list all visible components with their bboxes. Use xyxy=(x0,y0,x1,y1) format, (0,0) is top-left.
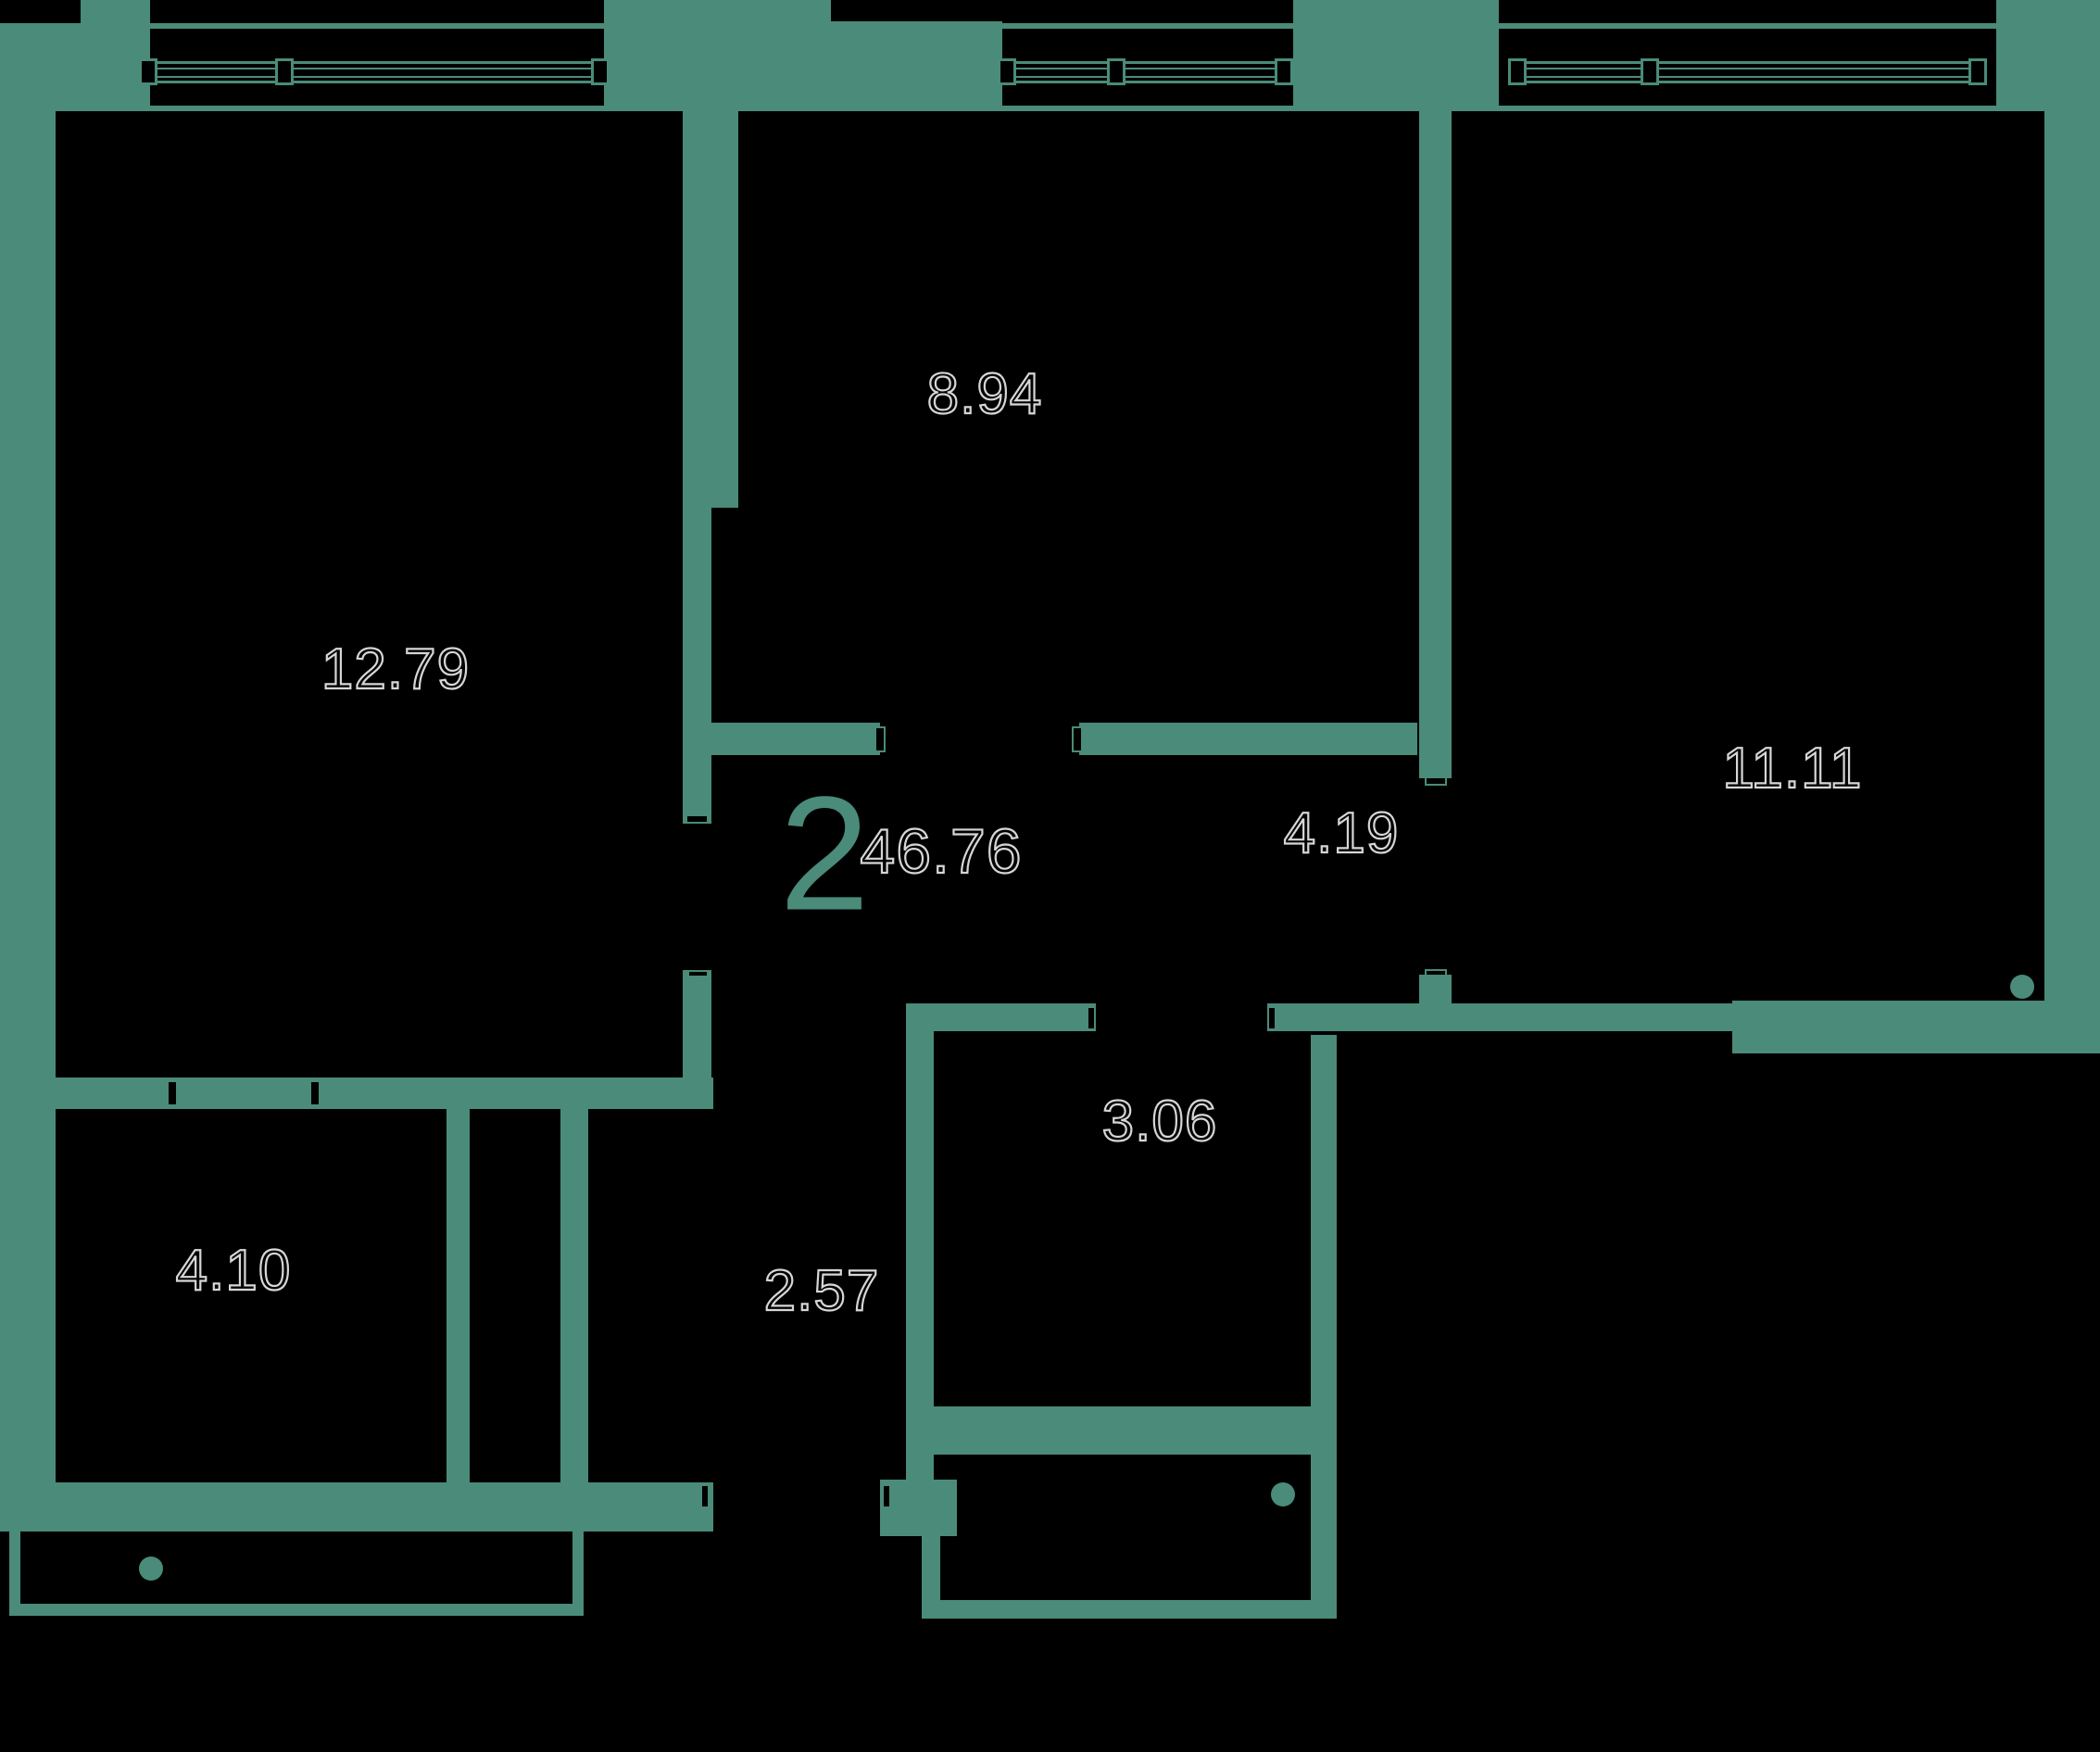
wall xyxy=(1311,1035,1337,1619)
window-glass xyxy=(1014,68,1276,78)
wall xyxy=(604,0,831,111)
wall xyxy=(1267,1003,1732,1031)
room-area-label: 2.57 xyxy=(763,1259,880,1323)
window-mullion xyxy=(1641,58,1659,85)
unit-rooms-count: 2 xyxy=(779,763,870,945)
door-jamb xyxy=(687,970,709,977)
wall xyxy=(560,1109,588,1482)
balcony-rail xyxy=(9,1604,584,1616)
wall xyxy=(446,1109,470,1482)
door-jamb xyxy=(685,814,709,824)
door-jamb xyxy=(1072,726,1083,752)
circle-marker-icon xyxy=(139,1557,163,1581)
wall xyxy=(683,508,711,824)
window-glass xyxy=(156,68,593,78)
balcony-rail xyxy=(933,1600,1334,1619)
wall xyxy=(1419,975,1452,1006)
circle-marker-icon xyxy=(1271,1482,1295,1506)
room-area-label: 12.79 xyxy=(321,637,471,701)
wall-outer-edge xyxy=(139,23,2044,29)
door-jamb xyxy=(700,1484,710,1508)
door-jamb xyxy=(1425,776,1447,786)
wall xyxy=(933,1406,1311,1455)
door-jamb xyxy=(874,726,886,752)
wall xyxy=(0,1482,713,1531)
wall xyxy=(683,109,738,508)
wall-inner-edge xyxy=(0,106,2044,111)
room-area-label: 4.19 xyxy=(1283,801,1400,865)
window-mullion xyxy=(1968,58,1987,85)
wall xyxy=(831,21,1002,111)
wall xyxy=(1079,723,1417,755)
wall xyxy=(44,1078,713,1109)
wall xyxy=(1293,0,1499,109)
wall xyxy=(906,1003,934,1535)
circle-marker-icon xyxy=(2010,975,2034,999)
window-mullion xyxy=(591,58,610,85)
balcony-rail xyxy=(9,1531,20,1615)
wall-left-exterior xyxy=(0,107,56,1492)
wall xyxy=(711,723,880,755)
balcony-rail xyxy=(922,1535,940,1619)
room-area-label: 11.11 xyxy=(1721,737,1863,800)
door-jamb xyxy=(882,1484,891,1508)
window-mullion xyxy=(275,58,294,85)
unit-total-area: 46.76 xyxy=(859,816,1023,887)
wall-right-exterior xyxy=(2044,23,2100,1053)
wall xyxy=(1419,109,1452,778)
wall xyxy=(0,23,150,111)
door-jamb xyxy=(1087,1006,1096,1030)
room-area-label: 8.94 xyxy=(926,362,1043,426)
wall xyxy=(1732,1001,2100,1053)
window-mullion xyxy=(139,58,157,85)
wall xyxy=(880,1480,957,1536)
balcony-rail xyxy=(572,1531,584,1616)
window-mullion xyxy=(1508,58,1527,85)
window-glass xyxy=(1525,68,1970,78)
room-area-label: 3.06 xyxy=(1101,1090,1218,1153)
wall xyxy=(906,1003,1096,1031)
door-jamb xyxy=(1267,1006,1276,1030)
room-area-label: 4.10 xyxy=(175,1239,292,1303)
wall xyxy=(683,970,711,1081)
window-mullion xyxy=(1275,58,1293,85)
door-jamb xyxy=(309,1080,321,1106)
door-jamb xyxy=(167,1080,178,1106)
door-jamb xyxy=(1425,969,1447,977)
window-mullion xyxy=(1107,58,1125,85)
window-mullion xyxy=(998,58,1016,85)
